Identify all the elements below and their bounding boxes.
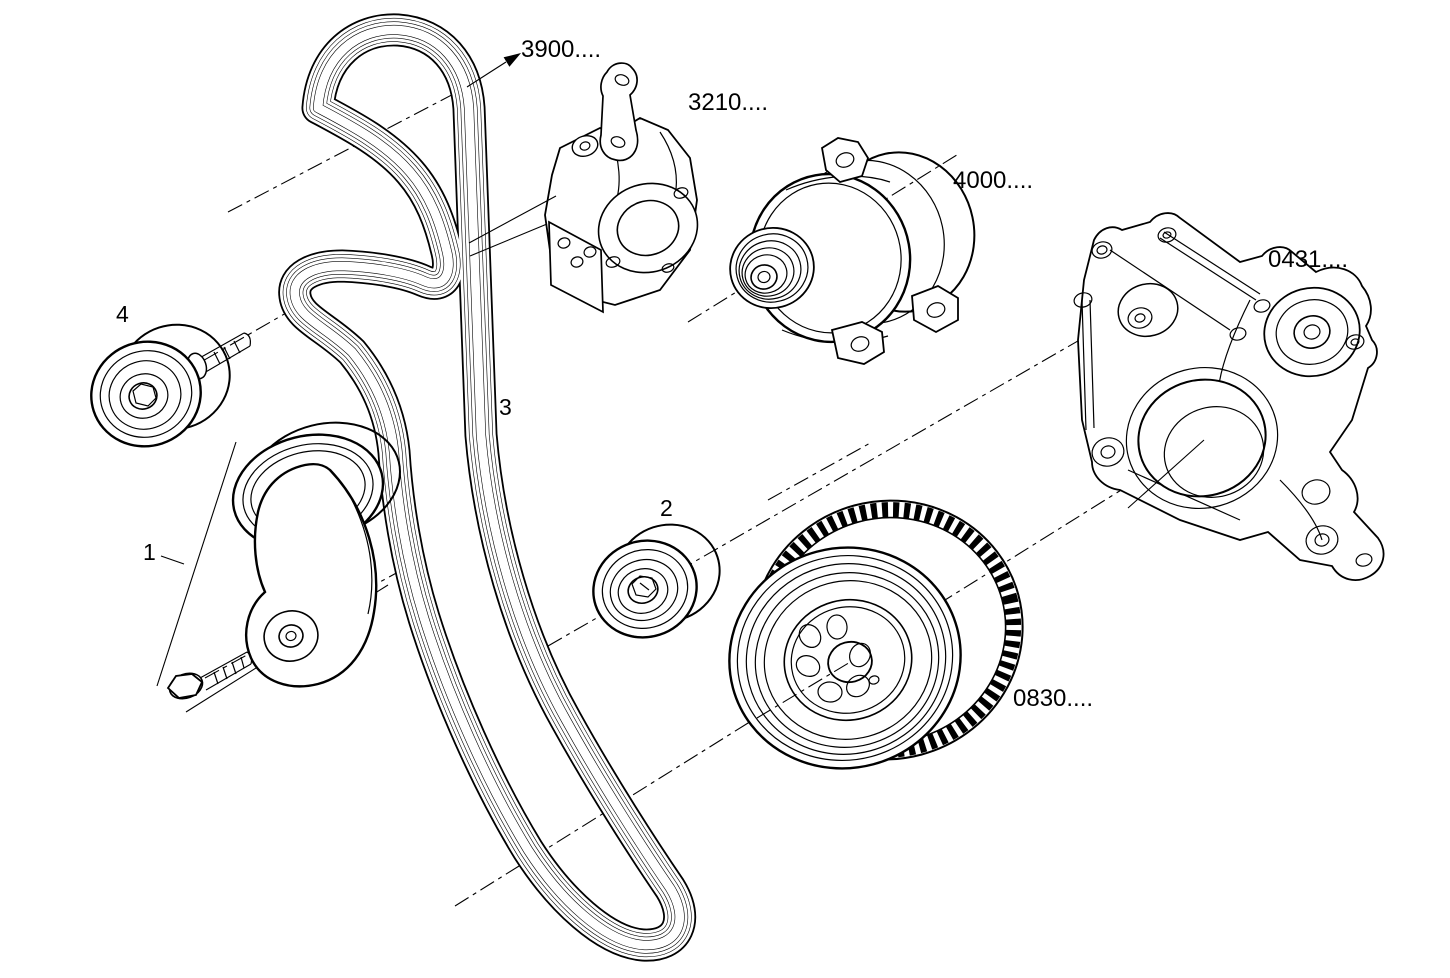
belt-direction-arrow-3900 <box>466 53 521 88</box>
tensioner-leader-line <box>156 441 237 687</box>
mounting-bracket-3210 <box>468 62 699 314</box>
label-item-4[interactable]: 4 <box>116 301 129 327</box>
tensioner-hub <box>263 610 319 662</box>
label-item-1[interactable]: 1 <box>143 539 156 565</box>
alternator-4000 <box>729 137 976 365</box>
damper-center-bore <box>827 640 873 684</box>
bracket-top-lug <box>599 62 639 162</box>
centerline-on-damper-face <box>756 660 853 719</box>
cover-water-pump-mount <box>1263 286 1361 378</box>
idler-pulley-item4 <box>90 323 251 448</box>
alternator-top-lug <box>821 137 869 183</box>
idler4-hex-bolt-head <box>132 383 157 407</box>
idler4-front-face <box>90 340 202 448</box>
alternator-bottom-lug <box>830 321 885 365</box>
alternator-pulley <box>729 226 815 310</box>
centerline-damper-axis <box>454 471 1151 907</box>
bracket-gasket-ring <box>597 182 699 274</box>
tensioner-bolt <box>166 651 253 700</box>
idler2-front-face <box>592 539 698 639</box>
label-ref-0431[interactable]: 0431.... <box>1268 246 1348 273</box>
belt-tensioner-item1 <box>156 421 401 713</box>
timing-cover-0431 <box>1073 212 1385 581</box>
label-ref-4000[interactable]: 4000.... <box>953 167 1033 194</box>
bracket-leader-line <box>468 195 557 244</box>
idler-pulley-item2 <box>592 523 721 639</box>
part-labels: 3900.... 3210.... 4000.... 0431.... 0830… <box>116 36 1348 712</box>
label-ref-3900[interactable]: 3900.... <box>521 36 601 63</box>
label-ref-0830[interactable]: 0830.... <box>1013 685 1093 712</box>
label-ref-3210[interactable]: 3210.... <box>688 89 768 116</box>
cover-section-line <box>1127 439 1205 509</box>
label-item-3[interactable]: 3 <box>499 394 512 420</box>
cover-bolt-bosses <box>1073 227 1373 567</box>
item1-label-leader <box>160 555 185 565</box>
cover-crank-opening <box>1137 378 1267 498</box>
label-item-2[interactable]: 2 <box>660 495 673 521</box>
crankshaft-damper-0830 <box>728 499 1024 770</box>
bracket-leader-line <box>469 223 548 257</box>
idler2-hex-bolt-head <box>631 575 657 598</box>
bolt-hex-head <box>166 673 204 699</box>
centerline-damper-to-alternator <box>767 441 873 501</box>
centerline-to-3900 <box>227 87 466 213</box>
alternator-rear-lug <box>911 285 959 334</box>
arrowhead <box>503 53 521 67</box>
